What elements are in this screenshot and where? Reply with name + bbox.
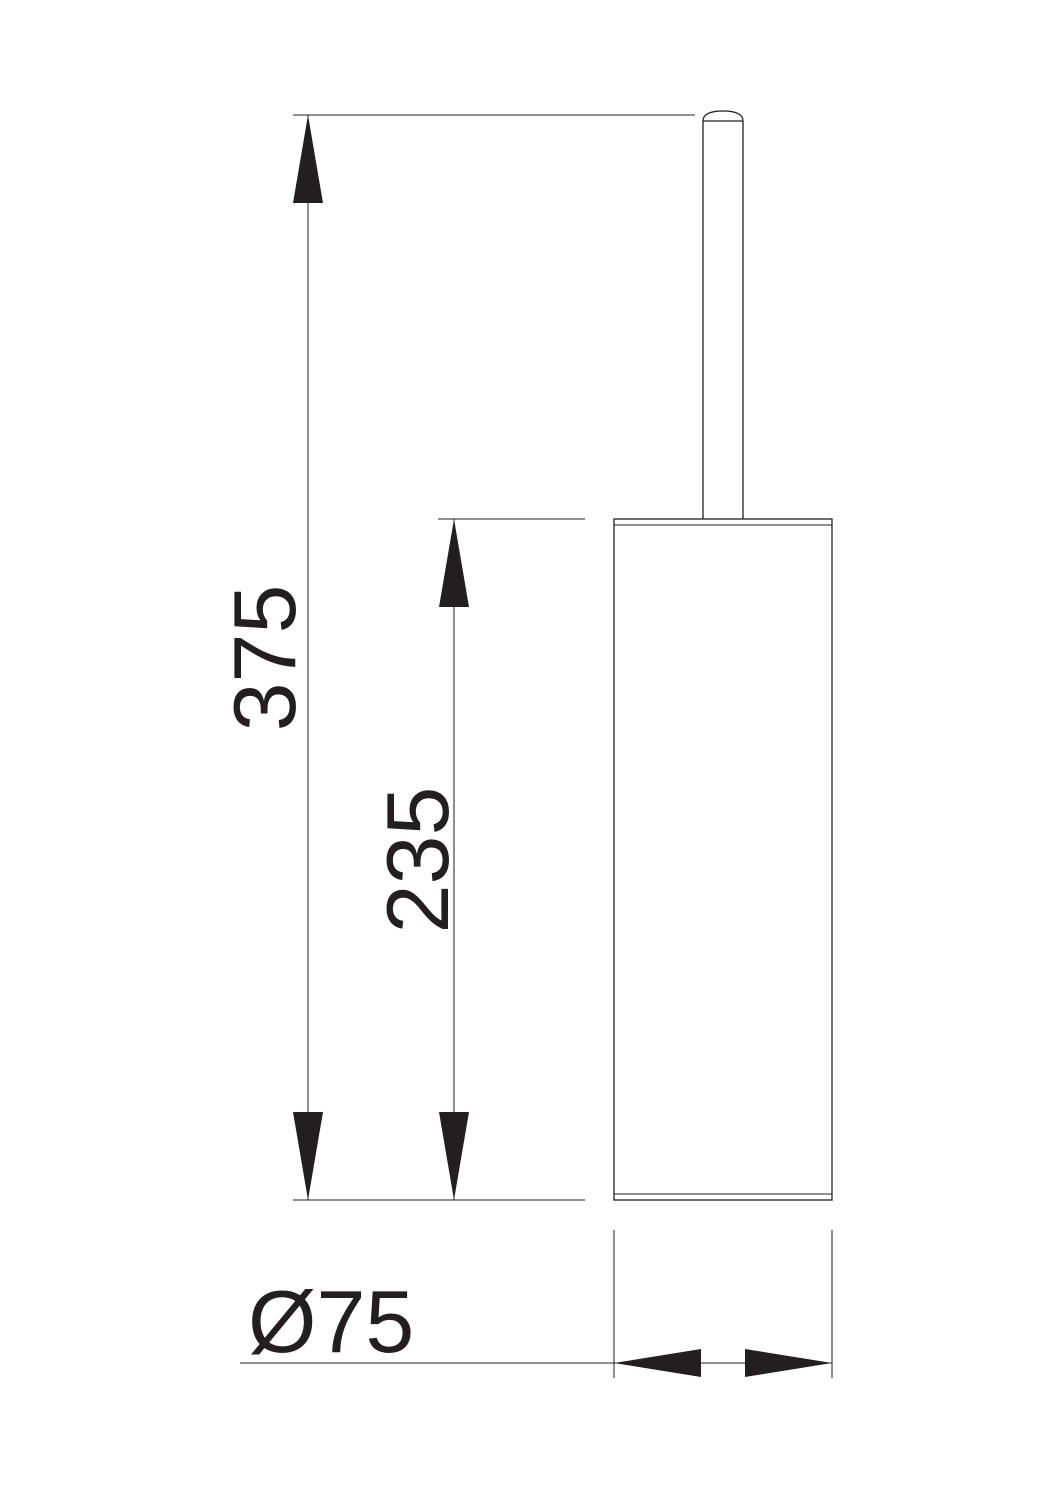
handle-cap [702, 110, 744, 122]
brush-handle [702, 110, 744, 519]
container-body [613, 518, 833, 1201]
arrowhead-75-right [745, 1349, 832, 1377]
arrowhead-75-left [614, 1349, 701, 1377]
dimension-diameter: Ø75 [240, 1230, 833, 1378]
dimension-label-diameter: Ø75 [248, 1272, 414, 1371]
dimension-total-height: 375 [215, 114, 695, 1201]
arrowhead-375-bottom [293, 1112, 323, 1200]
dimension-label-375: 375 [215, 585, 314, 732]
container-outline [613, 518, 833, 1201]
arrowhead-235-top [439, 519, 469, 607]
dimension-container-height: 235 [368, 518, 585, 1200]
arrowhead-235-bottom [439, 1112, 469, 1200]
arrowhead-375-top [293, 115, 323, 203]
dimension-label-235: 235 [368, 787, 467, 934]
